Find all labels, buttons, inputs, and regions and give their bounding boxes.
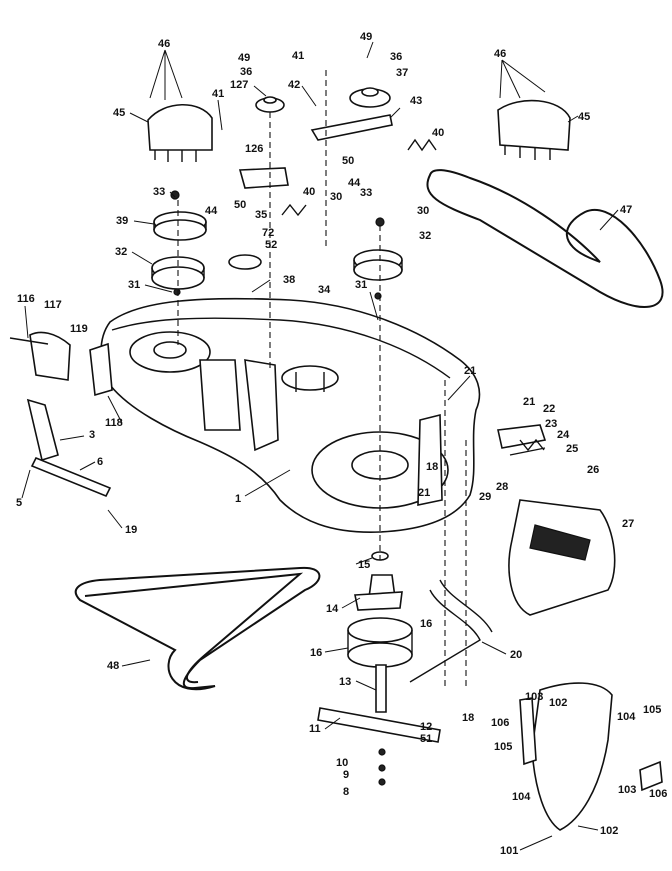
callout-label: 44 — [348, 177, 361, 189]
callout-label: 126 — [245, 143, 263, 155]
callout-label: 45 — [113, 107, 125, 119]
callout-label: 41 — [292, 50, 304, 62]
callout-label: 49 — [360, 31, 372, 43]
callout-label: 32 — [419, 230, 431, 242]
lift-rod-20 — [409, 579, 493, 683]
callout-label: 43 — [410, 95, 422, 107]
callout-label: 102 — [549, 697, 567, 709]
callout-label: 8 — [343, 786, 349, 798]
callout-label: 103 — [525, 691, 543, 703]
callout-label: 29 — [479, 491, 491, 503]
callout-label: 50 — [234, 199, 246, 211]
spindle-assembly — [317, 551, 441, 786]
callout-label: 106 — [491, 717, 509, 729]
deck-belt-47 — [426, 169, 664, 308]
callout-label: 32 — [115, 246, 127, 258]
height-linkage-left — [9, 331, 112, 498]
callout-label: 119 — [70, 323, 88, 335]
callout-label: 49 — [238, 52, 250, 64]
callout-label: 3 — [89, 429, 95, 441]
callout-label: 5 — [16, 497, 22, 509]
callout-label: 21 — [523, 396, 535, 408]
callout-label: 16 — [420, 618, 432, 630]
callout-label: 34 — [318, 284, 331, 296]
callout-label: 31 — [128, 279, 140, 291]
callout-label: 44 — [205, 205, 218, 217]
callout-label: 36 — [240, 66, 252, 78]
callout-label: 101 — [500, 845, 518, 857]
callout-label: 37 — [396, 67, 408, 79]
callout-label: 33 — [360, 187, 372, 199]
callout-label: 40 — [303, 186, 315, 198]
mower-belt-48 — [74, 566, 321, 691]
discharge-chute-27 — [497, 424, 616, 616]
callout-label: 106 — [649, 788, 667, 800]
callout-label: 36 — [390, 51, 402, 63]
callout-label: 30 — [417, 205, 429, 217]
callout-label: 46 — [494, 48, 506, 60]
idler-bracket — [281, 138, 545, 452]
callout-label: 18 — [426, 461, 438, 473]
callout-label: 10 — [336, 757, 348, 769]
callout-label: 117 — [44, 299, 62, 311]
callout-label: 116 — [17, 293, 35, 305]
callout-label: 72 — [262, 227, 274, 239]
callout-label: 45 — [578, 111, 590, 123]
callout-label: 22 — [543, 403, 555, 415]
assembly-lines — [177, 70, 467, 690]
callout-label: 12 — [420, 721, 432, 733]
callout-label: 38 — [283, 274, 295, 286]
callout-label: 13 — [339, 676, 351, 688]
callout-label: 16 — [310, 647, 322, 659]
callout-label: 26 — [587, 464, 599, 476]
callout-label: 6 — [97, 456, 103, 468]
callout-label: 105 — [643, 704, 661, 716]
callout-label: 39 — [116, 215, 128, 227]
callout-label: 103 — [618, 784, 636, 796]
callout-label: 24 — [557, 429, 570, 441]
callout-label: 33 — [153, 186, 165, 198]
pulley-stack-left — [151, 190, 207, 296]
callout-label: 27 — [622, 518, 634, 530]
callout-label: 28 — [496, 481, 508, 493]
callout-label: 104 — [617, 711, 636, 723]
pulley-stack-right — [353, 217, 403, 300]
callout-label: 9 — [343, 769, 349, 781]
callout-label: 21 — [464, 365, 476, 377]
callout-label: 42 — [288, 79, 300, 91]
callout-label: 25 — [566, 443, 578, 455]
callout-label: 18 — [462, 712, 474, 724]
callout-label: 102 — [600, 825, 618, 837]
leader-lines — [21, 41, 619, 851]
callout-label: 11 — [309, 723, 321, 735]
callout-label: 52 — [265, 239, 277, 251]
callout-label: 48 — [107, 660, 119, 672]
belt-guards-45 — [147, 99, 571, 162]
callout-label: 47 — [620, 204, 632, 216]
callout-label: 19 — [125, 524, 137, 536]
callout-label: 35 — [255, 209, 267, 221]
callout-label: 41 — [212, 88, 224, 100]
callout-label: 40 — [432, 127, 444, 139]
callout-label: 51 — [420, 733, 432, 745]
callout-label: 21 — [418, 487, 430, 499]
callout-label: 20 — [510, 649, 522, 661]
callout-label: 1 — [235, 493, 241, 505]
mulch-shield-101 — [519, 682, 663, 831]
callout-label: 30 — [330, 191, 342, 203]
callout-label: 23 — [545, 418, 557, 430]
callout-labels: 46 45 41 49 36 127 42 41 49 36 37 43 40 … — [16, 31, 667, 857]
callout-label: 104 — [512, 791, 531, 803]
callout-label: 50 — [342, 155, 354, 167]
callout-label: 105 — [494, 741, 512, 753]
callout-label: 31 — [355, 279, 367, 291]
idler-pulleys-top — [228, 87, 393, 270]
callout-label: 46 — [158, 38, 170, 50]
callout-label: 14 — [326, 603, 339, 615]
callout-label: 118 — [105, 417, 123, 429]
callout-label: 127 — [230, 79, 248, 91]
